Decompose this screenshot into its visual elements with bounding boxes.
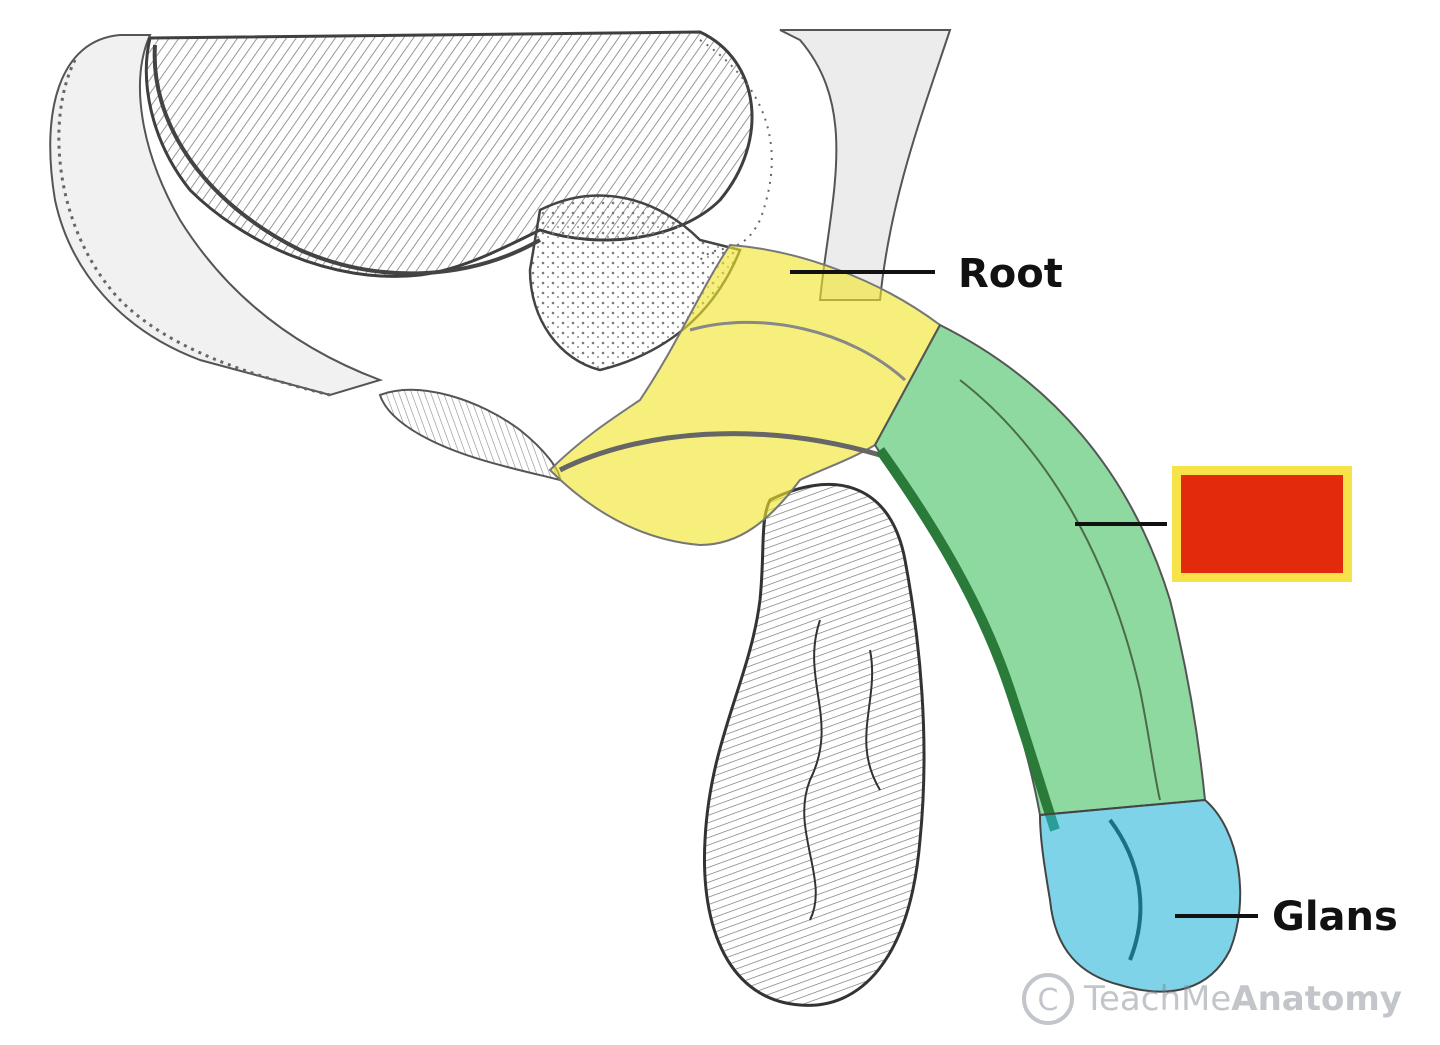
copyright-logo-icon: C bbox=[1022, 973, 1074, 1025]
watermark-prefix: Teach bbox=[1084, 979, 1181, 1019]
bladder-wall bbox=[152, 44, 541, 276]
hidden-body-label-box bbox=[1172, 466, 1352, 582]
watermark-text: TeachMeAnatomy bbox=[1084, 982, 1402, 1016]
watermark-middle: Me bbox=[1181, 979, 1232, 1019]
perineum bbox=[378, 388, 562, 482]
urethra bbox=[875, 447, 1060, 832]
watermark: C TeachMeAnatomy bbox=[1020, 968, 1402, 1030]
root-label: Root bbox=[958, 251, 1063, 297]
watermark-suffix: Anatomy bbox=[1231, 979, 1402, 1019]
glans-label: Glans bbox=[1272, 894, 1398, 940]
svg-text:C: C bbox=[1038, 983, 1059, 1018]
root-region bbox=[548, 243, 942, 547]
abdominal-wall-edge bbox=[57, 59, 331, 397]
abdominal-wall bbox=[49, 34, 384, 397]
scrotum bbox=[702, 482, 926, 1007]
